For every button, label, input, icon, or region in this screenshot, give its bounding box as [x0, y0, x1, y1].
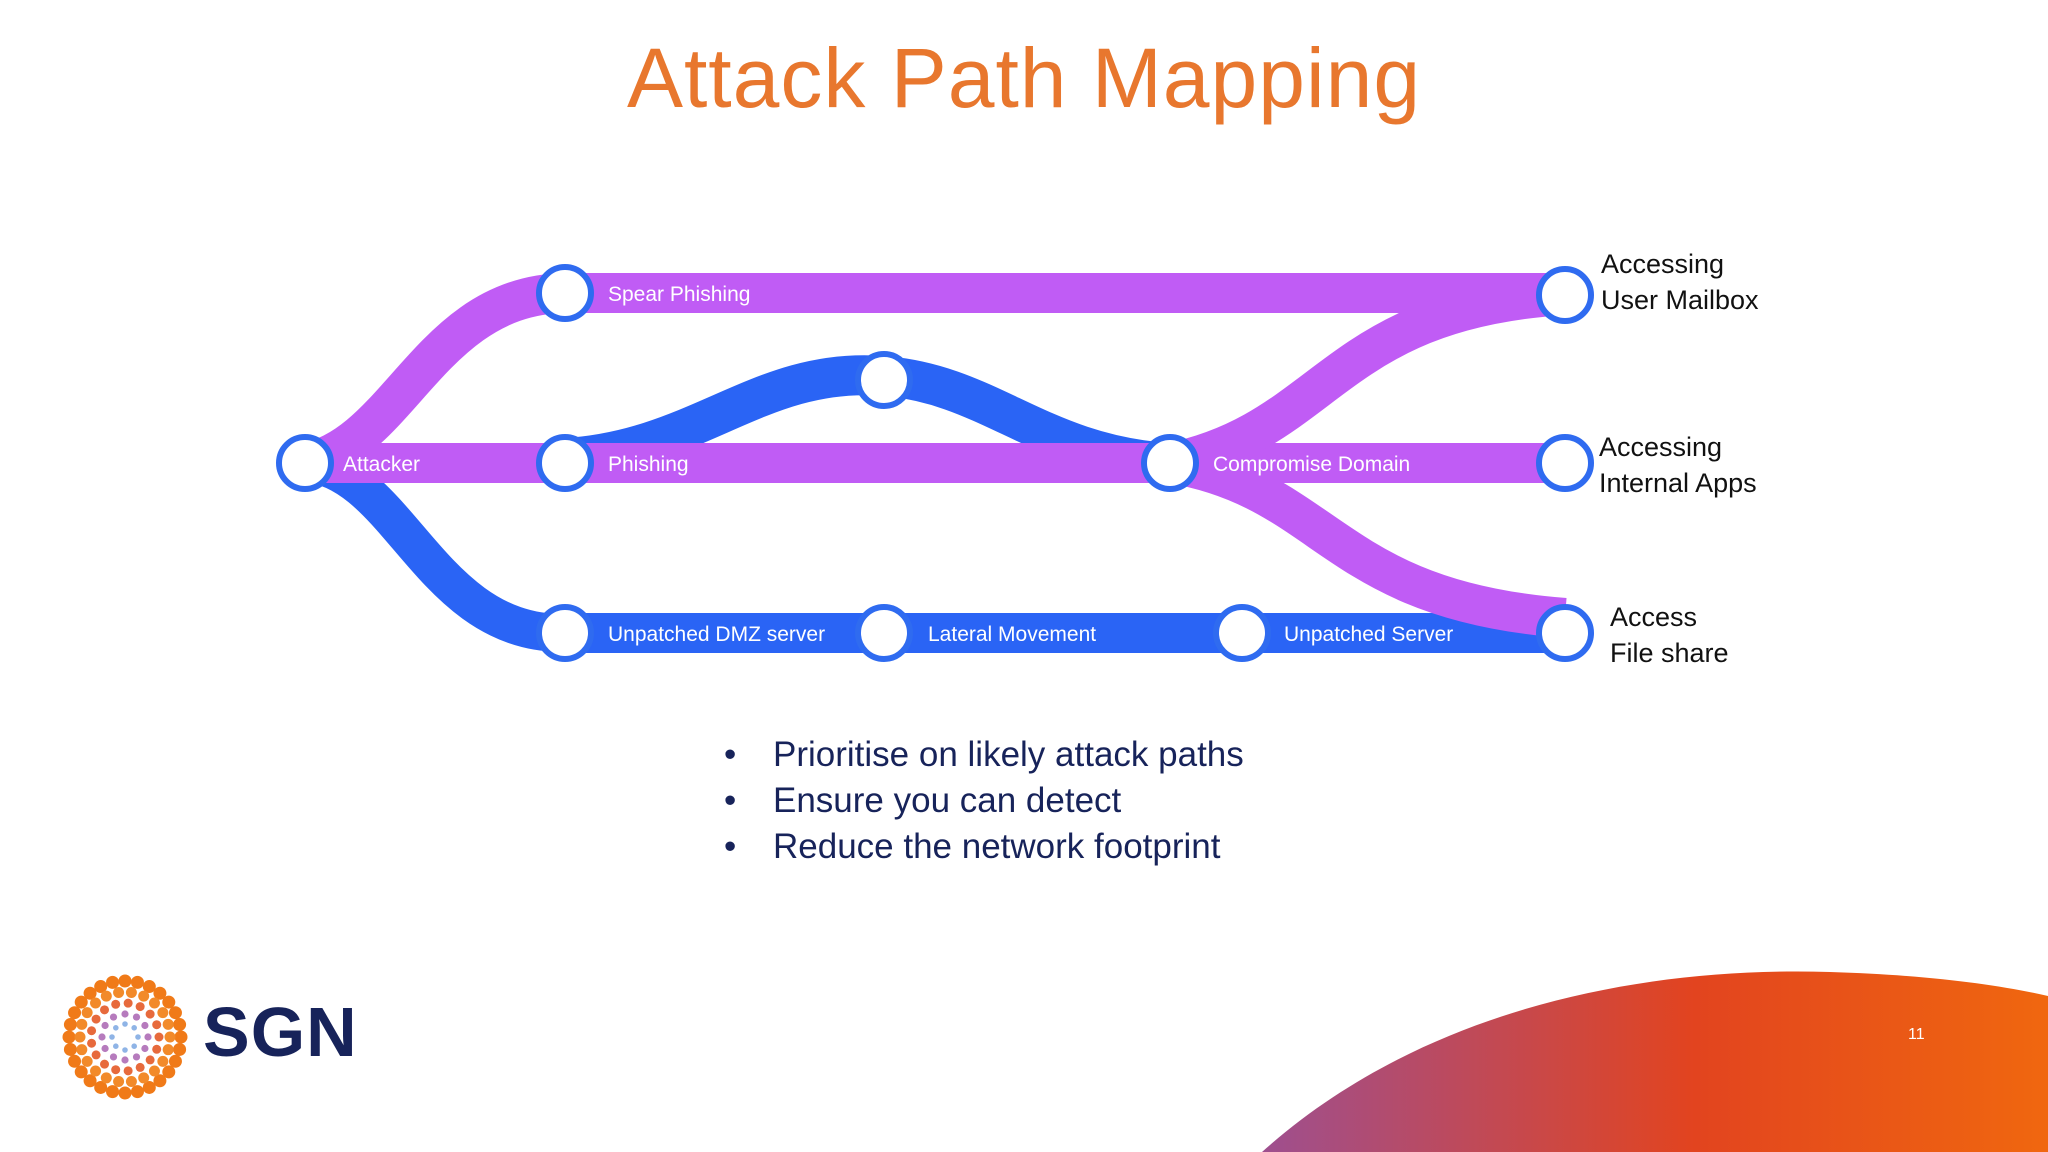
track-domain-to-fileshare	[1166, 443, 1567, 638]
node-spear-phishing	[536, 264, 594, 322]
endpoint-file-share: Access File share	[1610, 599, 1729, 671]
label-unpatched-server: Unpatched Server	[1284, 623, 1453, 646]
endpoint-file-share-line2: File share	[1610, 638, 1729, 668]
label-phishing: Phishing	[608, 453, 689, 476]
node-unpatched-server	[1213, 604, 1271, 662]
node-detour	[855, 351, 913, 409]
label-lateral-movement: Lateral Movement	[928, 623, 1096, 646]
node-compromise-domain	[1141, 434, 1199, 492]
sgn-logo-icon	[62, 974, 188, 1100]
bullet-item: Reduce the network footprint	[720, 824, 1244, 870]
endpoint-file-share-line1: Access	[1610, 602, 1698, 632]
endpoint-internal-apps-line2: Internal Apps	[1599, 468, 1757, 498]
node-dmz	[536, 604, 594, 662]
label-spear-phishing: Spear Phishing	[608, 283, 750, 306]
bullet-list: Prioritise on likely attack paths Ensure…	[720, 732, 1244, 870]
label-compromise-domain: Compromise Domain	[1213, 453, 1410, 476]
endpoint-internal-apps-line1: Accessing	[1599, 432, 1723, 462]
node-attacker	[276, 434, 334, 492]
label-unpatched-dmz: Unpatched DMZ server	[608, 623, 825, 646]
track-domain-to-mailbox	[1165, 275, 1567, 483]
node-phishing	[536, 434, 594, 492]
label-attacker: Attacker	[343, 453, 420, 476]
node-internal-apps	[1536, 434, 1594, 492]
endpoint-mailbox: Accessing User Mailbox	[1601, 246, 1759, 318]
bullet-item: Prioritise on likely attack paths	[720, 732, 1244, 778]
slide-title: Attack Path Mapping	[626, 31, 1422, 125]
endpoint-internal-apps: Accessing Internal Apps	[1599, 429, 1757, 501]
endpoint-mailbox-line2: User Mailbox	[1601, 285, 1759, 315]
bullet-item: Ensure you can detect	[720, 778, 1244, 824]
node-lateral	[855, 604, 913, 662]
logo-text: SGN	[203, 993, 358, 1071]
page-number: 11	[1908, 1026, 1925, 1043]
endpoint-mailbox-line1: Accessing	[1601, 249, 1725, 279]
node-file-share	[1536, 604, 1594, 662]
node-mailbox	[1536, 266, 1594, 324]
